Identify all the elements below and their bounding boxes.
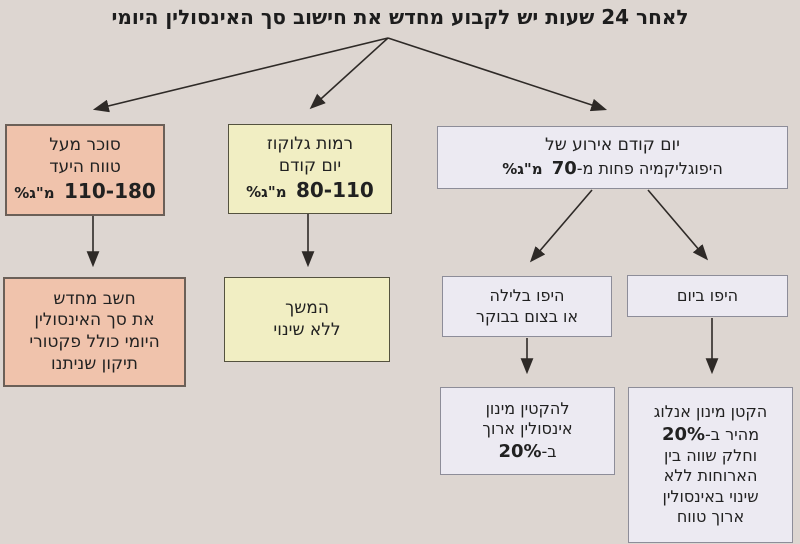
text-segment: מהיר ב- [705, 424, 760, 444]
box-text-line: היפו ביום [676, 285, 739, 305]
arrow-to-sugar-box [92, 37, 389, 113]
box-text-line: את סך האינסולין [34, 310, 155, 331]
box-text-line: להקטין מינון [485, 399, 570, 419]
text-segment: היפוגליקמיה פחות מ- [576, 158, 723, 178]
box-text-line: טווח היעד [49, 157, 121, 178]
box-sugar-above-target: סוכר מעל טווח היעד 110-180 מ"ג% [5, 124, 165, 216]
arrow-to-glucose-box [309, 37, 389, 110]
box-value-line: 80-110 מ"ג% [246, 178, 374, 204]
box-text-line: ארוך טווח [676, 507, 745, 527]
box-text-line: ללא שינוי [273, 319, 341, 340]
box-text-line: וחלק שווה בין [663, 445, 758, 465]
threshold-value: 70 [551, 157, 577, 179]
box-value-line: ב-20% [498, 440, 556, 463]
box-text-line: או בצום בבוקר [475, 306, 579, 326]
box-text-line: היפו בלילה [489, 286, 565, 306]
box-text-line: חשב מחדש [53, 288, 136, 309]
arrow-hypo-to-day [647, 189, 709, 261]
range-value: 80-110 [295, 177, 374, 202]
box-text-line: הארוחות ללא [663, 466, 758, 486]
box-continue-no-change: המשך ללא שינוי [224, 277, 390, 362]
percent-value: 20% [661, 423, 706, 445]
text-segment: ב- [541, 441, 557, 461]
arrow-hypo-to-night [529, 189, 593, 263]
box-text-line: היומי כולל פקטורי [29, 332, 160, 352]
box-text-line: יום קודם [278, 156, 342, 177]
range-unit: מ"ג% [14, 183, 55, 202]
box-text-line: רמות גלוקוז [266, 134, 354, 155]
page-title: לאחר 24 שעות יש לקבוע מחדש את חישוב סך ה… [111, 5, 689, 29]
arrow-to-hypo-box [387, 37, 608, 112]
percent-value: 20% [498, 440, 542, 462]
box-text-line: שינוי באינסולין [662, 486, 759, 506]
box-text-line: הקטן מינון אנלוג [653, 402, 768, 422]
box-hypo-night: היפו בלילה או בצום בבוקר [442, 276, 612, 337]
box-text-line: יום קודם אירוע של [545, 135, 680, 156]
threshold-unit: מ"ג% [502, 159, 543, 178]
box-reduce-rapid-analog: הקטן מינון אנלוג מהיר ב-20% וחלק שווה בי… [628, 387, 793, 543]
box-value-line: היפוגליקמיה פחות מ-70 מ"ג% [502, 157, 723, 180]
box-text-line: תיקון שניתנו [51, 353, 138, 374]
box-text-line: אינסולין ארוך [482, 419, 573, 439]
box-hypo-previous-day: יום קודם אירוע של היפוגליקמיה פחות מ-70 … [437, 126, 788, 189]
box-text-line: סוכר מעל [49, 135, 121, 156]
box-text-line: המשך [285, 297, 329, 318]
range-unit: מ"ג% [246, 182, 287, 201]
box-glucose-previous-day: רמות גלוקוז יום קודם 80-110 מ"ג% [228, 124, 392, 214]
box-value-line: 110-180 מ"ג% [14, 179, 156, 205]
range-value: 110-180 [64, 178, 156, 203]
box-reduce-long-insulin: להקטין מינון אינסולין ארוך ב-20% [440, 387, 615, 475]
box-hypo-day: היפו ביום [627, 275, 788, 317]
box-recalculate-insulin: חשב מחדש את סך האינסולין היומי כולל פקטו… [3, 277, 186, 387]
box-value-line: מהיר ב-20% [662, 423, 759, 446]
